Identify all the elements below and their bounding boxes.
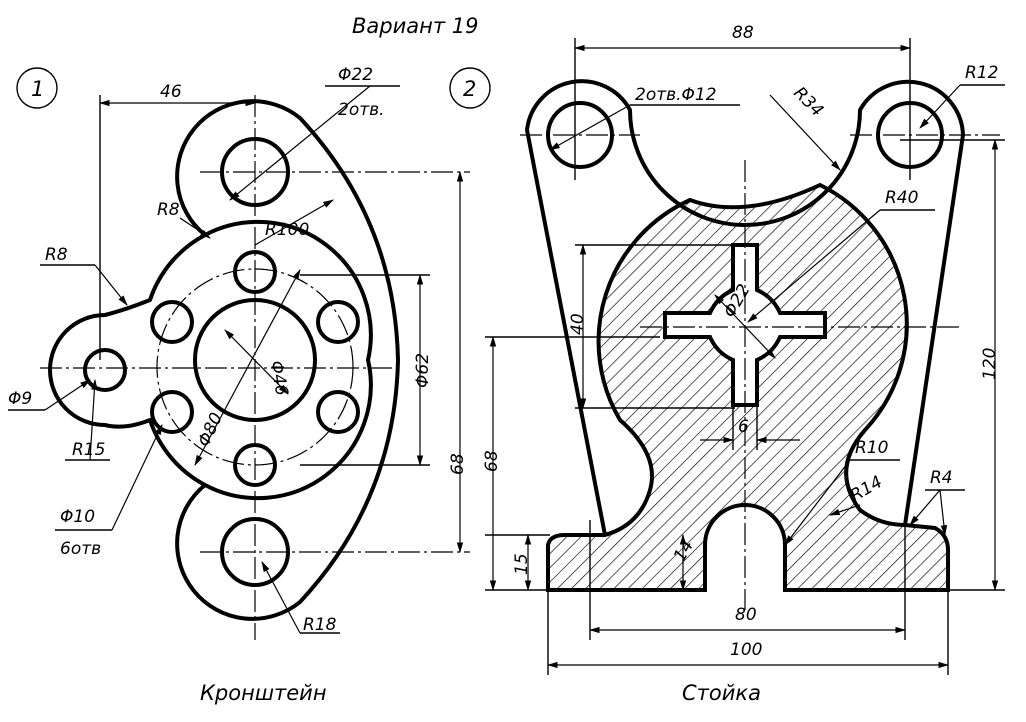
dim-r34: R34 xyxy=(789,83,827,121)
dim-40: 40 xyxy=(568,313,588,335)
dim-r8-top: R8 xyxy=(157,200,180,220)
part-2-number-circle xyxy=(449,67,491,109)
dim-r8-left: R8 xyxy=(45,245,68,265)
dim-2-holes-d12: 2отв.Φ12 xyxy=(635,85,717,105)
dim-80: 80 xyxy=(735,605,757,625)
dim-d62: Φ62 xyxy=(413,353,433,388)
dim-6: 6 xyxy=(738,417,749,437)
dim-6-holes: 6отв xyxy=(60,539,101,559)
dim-68: 68 xyxy=(448,453,468,475)
stand-outline xyxy=(525,79,965,536)
dim-d22: Φ22 xyxy=(338,65,373,85)
part-2-stand: 2 88 2отв.Φ12 R34 R12 R40 40 xyxy=(449,23,1005,705)
dim-15: 15 xyxy=(512,553,532,575)
part-2-caption: Стойка xyxy=(682,681,761,705)
part-1-number: 1 xyxy=(31,77,44,101)
part-2-number: 2 xyxy=(463,77,476,101)
dim-d10: Φ10 xyxy=(60,507,95,527)
left-lug-hole xyxy=(83,348,127,392)
dim-68-stand: 68 xyxy=(482,450,502,472)
part-1-caption: Кронштейн xyxy=(200,681,327,705)
dim-r15: R15 xyxy=(72,440,105,460)
dim-r10: R10 xyxy=(855,438,888,458)
dim-r18: R18 xyxy=(303,615,337,635)
part-1-bracket: 1 46 Φ22 2отв. R8 xyxy=(8,65,470,705)
dim-r12: R12 xyxy=(965,63,998,83)
dim-d9: Φ9 xyxy=(8,389,32,409)
dim-88: 88 xyxy=(732,23,754,43)
dim-r40: R40 xyxy=(885,188,918,208)
part-1-number-circle xyxy=(16,67,58,109)
variant-title: Вариант 19 xyxy=(352,14,478,38)
dim-r4: R4 xyxy=(930,468,953,488)
dim-100: 100 xyxy=(730,640,762,660)
dim-d46: Φ46 xyxy=(266,359,292,397)
bracket-outline xyxy=(48,99,400,621)
bracket-main-disc-edge xyxy=(204,219,373,501)
dim-46: 46 xyxy=(160,82,182,102)
dim-r100: R100 xyxy=(265,220,309,240)
dim-120: 120 xyxy=(980,348,1000,380)
dim-2-holes: 2отв. xyxy=(338,100,385,120)
